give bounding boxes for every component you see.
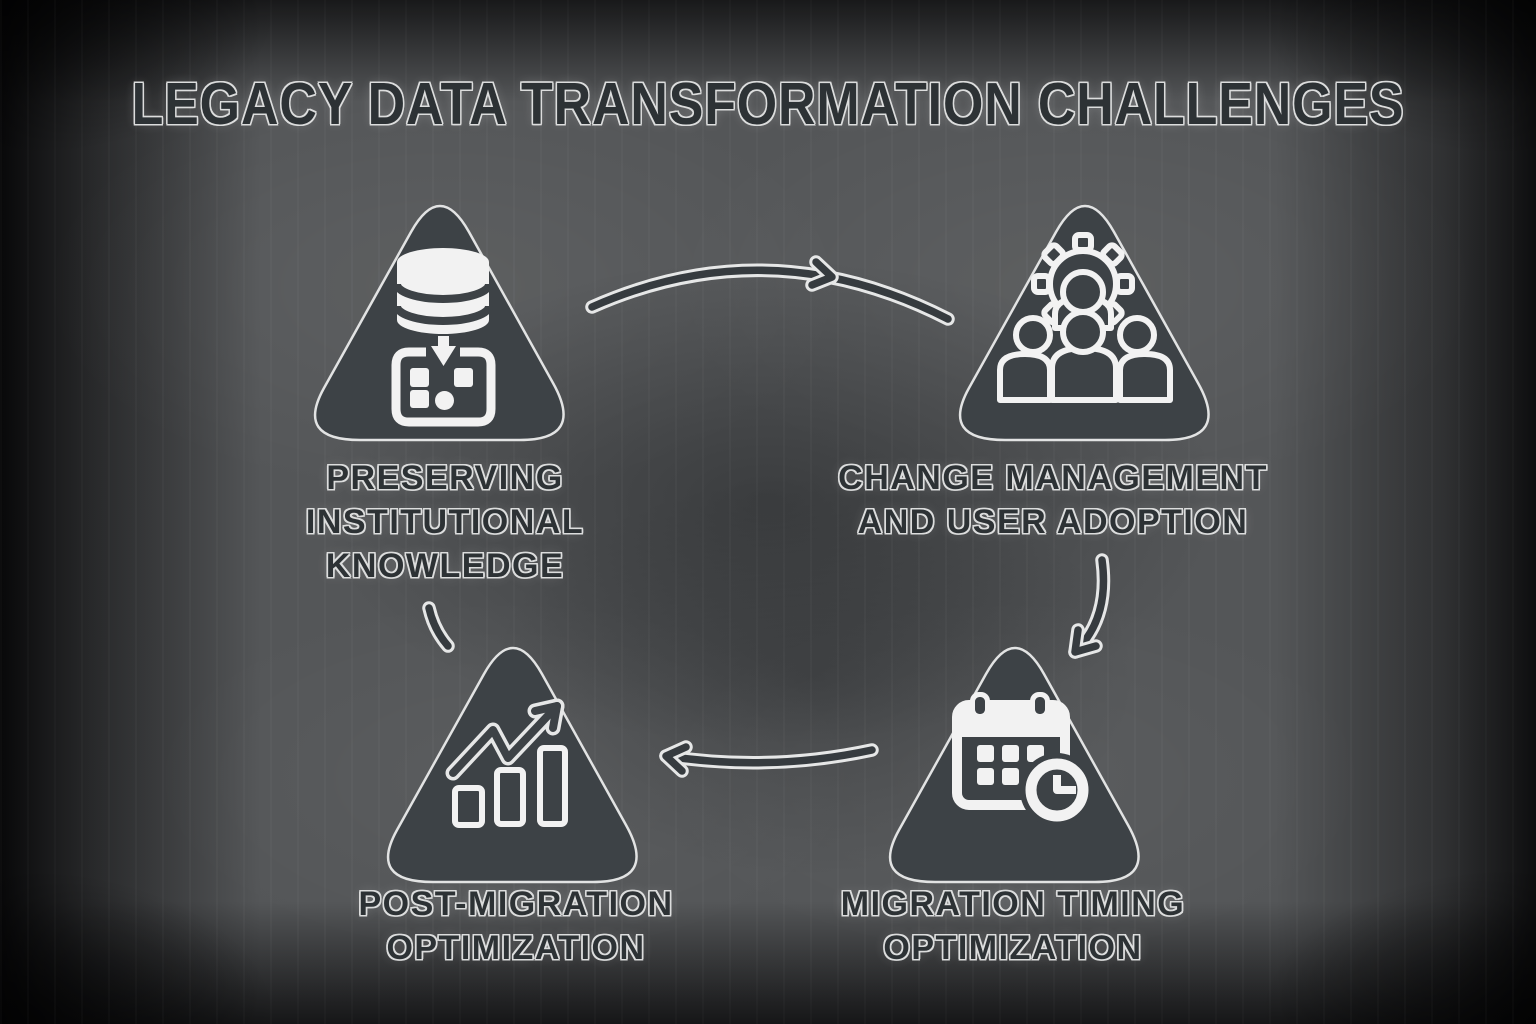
node-post-migration	[386, 646, 638, 884]
arrow-knowledge-to-change	[585, 255, 955, 326]
arrowhead-icon	[662, 743, 690, 775]
node-preserving-knowledge	[313, 204, 565, 442]
clock-hands	[1053, 775, 1076, 794]
label-post-migration: POST-MIGRATION OPTIMIZATION	[358, 885, 674, 967]
calendar-rings	[970, 692, 1050, 719]
database-cylinder	[397, 248, 489, 334]
label-change-management: CHANGE MANAGEMENT AND USER ADOPTION	[838, 459, 1268, 541]
triangle-shape	[386, 646, 638, 884]
team-gear-icon	[997, 232, 1173, 403]
database-migration-icon	[391, 248, 496, 427]
growth-chart-icon	[445, 698, 568, 828]
arrow-change-to-timing	[1068, 553, 1111, 659]
arrow-knowledge-to-postmigration	[422, 601, 455, 653]
calendar-clock-icon	[952, 692, 1094, 827]
clock-icon	[1020, 753, 1094, 827]
calendar-grid	[977, 745, 1044, 785]
arrowhead-icon	[1071, 626, 1100, 656]
triangle-shape	[888, 646, 1140, 884]
arrow-timing-to-postmigration	[659, 740, 879, 778]
gear-icon	[1031, 232, 1135, 331]
arrowhead-icon	[808, 258, 836, 289]
down-arrow-icon	[431, 336, 456, 366]
user-group-icon	[997, 309, 1173, 403]
node-change-management	[958, 204, 1210, 442]
page-title: LEGACY DATA TRANSFORMATION CHALLENGES	[131, 71, 1405, 137]
data-box	[391, 347, 496, 427]
trend-arrow-icon	[445, 698, 565, 781]
label-migration-timing: MIGRATION TIMING OPTIMIZATION	[840, 885, 1186, 967]
node-migration-timing	[888, 646, 1140, 884]
label-preserving-knowledge: PRESERVING INSTITUTIONAL KNOWLEDGE	[305, 459, 585, 585]
person-head	[1060, 269, 1106, 315]
